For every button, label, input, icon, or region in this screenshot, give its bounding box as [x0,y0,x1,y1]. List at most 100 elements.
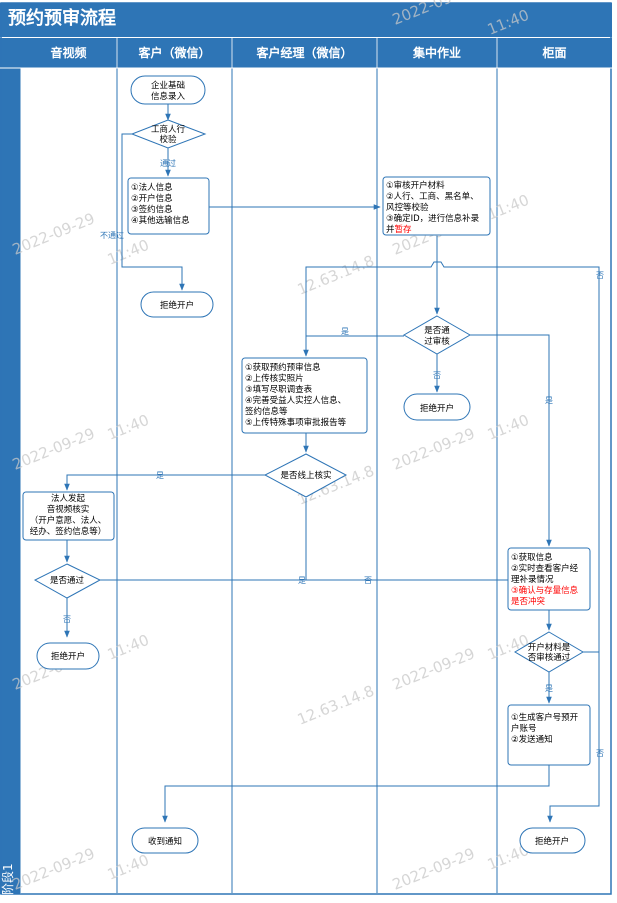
edge-label-no: 否 [596,749,604,758]
title-bar [0,3,612,37]
counter-tasks-highlight-text: ③确认与存量信息 [511,585,579,596]
watermark-text: 2022-09-29 [390,424,478,473]
edge-counter-fail-loop [305,261,600,653]
manager-tasks-text: ⑤上传特殊事项审批报告等 [245,417,347,428]
edge-label-yes: 是 [545,396,553,405]
video-passed-text: 是否通过 [50,575,85,586]
edge-label-no: 否 [433,371,441,380]
edge-label-yes: 是 [341,327,349,336]
watermark-text: 12.63.14.8 [295,252,377,299]
generate-account-node [507,704,591,766]
watermark-text: 11:40 [105,236,152,269]
online-check-decision [263,453,348,498]
stage-column [0,38,20,894]
watermark-text: 2022-09-29 [390,644,478,693]
lane-header-audio-video: 音视频 [50,46,87,60]
icbc-check-text: 工商人行 [151,124,186,135]
watermark-text: 2022-09-29 [10,424,98,473]
lane-header-account-manager: 客户经理（微信） [256,46,353,60]
notify-received-node [131,827,199,854]
edge-review-to-counter [470,334,552,547]
enterprise-entry-text: 企业基础 [151,80,185,91]
video-verify-text: 法人发起 [51,493,86,504]
edge-account-to-notify [162,765,550,823]
watermark-text: 11:40 [485,191,532,224]
edge-check-fail [121,133,185,291]
counter-review-text: 开户材料是 [528,642,571,653]
edge-label-not-pass: 不通过 [100,230,124,240]
connectors [64,104,600,823]
central-review-node [382,176,491,236]
notify-received-text: 收到通知 [148,836,182,847]
counter-tasks-text: ②实时查看客户经 [511,563,579,574]
watermark-text: 11:40 [105,851,152,884]
icbc-check-text: 校验 [159,134,177,145]
counter-tasks-text: 理补录情况 [511,574,554,585]
stage-label: 阶段1 [1,863,15,895]
video-verify-text: 经办、签约信息等） [30,526,107,537]
online-check-text: 是否线上核实 [280,470,331,481]
node-texts: 企业基础信息录入工商人行校验①法人信息②开户信息③签约信息④其他选输信息拒绝开户… [30,80,579,847]
customer-info-text: ④其他选输信息 [131,215,190,226]
reject-central-text: 拒绝开户 [420,403,454,414]
enterprise-entry-node [130,75,206,105]
watermark-text: 2022-09-29 [10,209,98,258]
video-passed-decision [33,563,102,599]
watermark-text: 2022-09-29 [10,844,98,893]
reject-customer-text: 拒绝开户 [160,300,194,311]
counter-review-decision [514,631,584,673]
watermark-text: 12.63.14.8 [295,682,377,729]
central-review-text: ②人行、工商、黑名单、 [386,191,479,202]
video-verify-text: 音视频核实 [47,504,90,515]
review-passed-text: 过审核 [424,336,450,347]
nodes [22,75,591,854]
edge-label-pass: 通过 [160,158,176,168]
customer-info-node [127,177,210,235]
generate-account-text: ②发送通知 [511,734,553,745]
lane-header-counter: 柜面 [542,46,567,60]
reject-counter-node [519,827,586,854]
review-passed-decision [402,315,472,355]
customer-info-text: ②开户信息 [131,193,173,204]
edge-review-yes [303,335,404,357]
edge-counter-review-no [547,652,600,823]
watermark-text: 11:40 [485,411,532,444]
manager-tasks-text: ③填写尽职调查表 [245,384,313,395]
counter-tasks-highlight-text: 是否冲突 [511,596,546,607]
lane-header-customer: 客户（微信） [138,46,211,60]
edge-label-no: 否 [364,576,372,585]
edge-label-yes: 是 [298,576,306,585]
manager-tasks-text: ②上传核实照片 [245,373,304,384]
central-review-text: ③确定ID，进行信息补录 [386,213,480,224]
counter-tasks-node [507,547,591,611]
video-verify-node [22,491,115,541]
reject-video-node [36,642,100,670]
customer-info-text: ③签约信息 [131,204,173,215]
video-verify-text: （开户意愿、法人、 [30,515,107,526]
edge-label-yes: 是 [545,684,553,693]
reject-customer-node [140,291,214,318]
reject-central-node [403,393,471,421]
manager-tasks-text: ④完善受益人实控人信息、 [245,395,346,406]
watermark-text: 11:40 [105,631,152,664]
lane-header-bar [0,38,612,68]
review-passed-text: 是否通 [424,325,450,336]
generate-account-text: ①生成客户号预开 [511,712,579,723]
reject-video-text: 拒绝开户 [51,651,85,662]
counter-tasks-text: ①获取信息 [511,552,553,563]
manager-tasks-text: ①获取预约预审信息 [245,362,321,373]
edge-label-yes: 是 [156,471,164,480]
customer-info-text: ①法人信息 [131,182,173,193]
page-title: 预约预审流程 [8,8,116,29]
central-review-text: ①审核开户材料 [386,180,445,191]
central-review-text: 风控等校验 [386,202,429,213]
lane-header-central-operation: 集中作业 [412,46,461,60]
watermark-text: 11:40 [105,411,152,444]
reject-counter-text: 拒绝开户 [535,836,569,847]
manager-tasks-text: 签约信息等 [245,406,288,417]
icbc-check-decision [130,119,207,149]
counter-review-text: 否审核通过 [528,652,571,663]
